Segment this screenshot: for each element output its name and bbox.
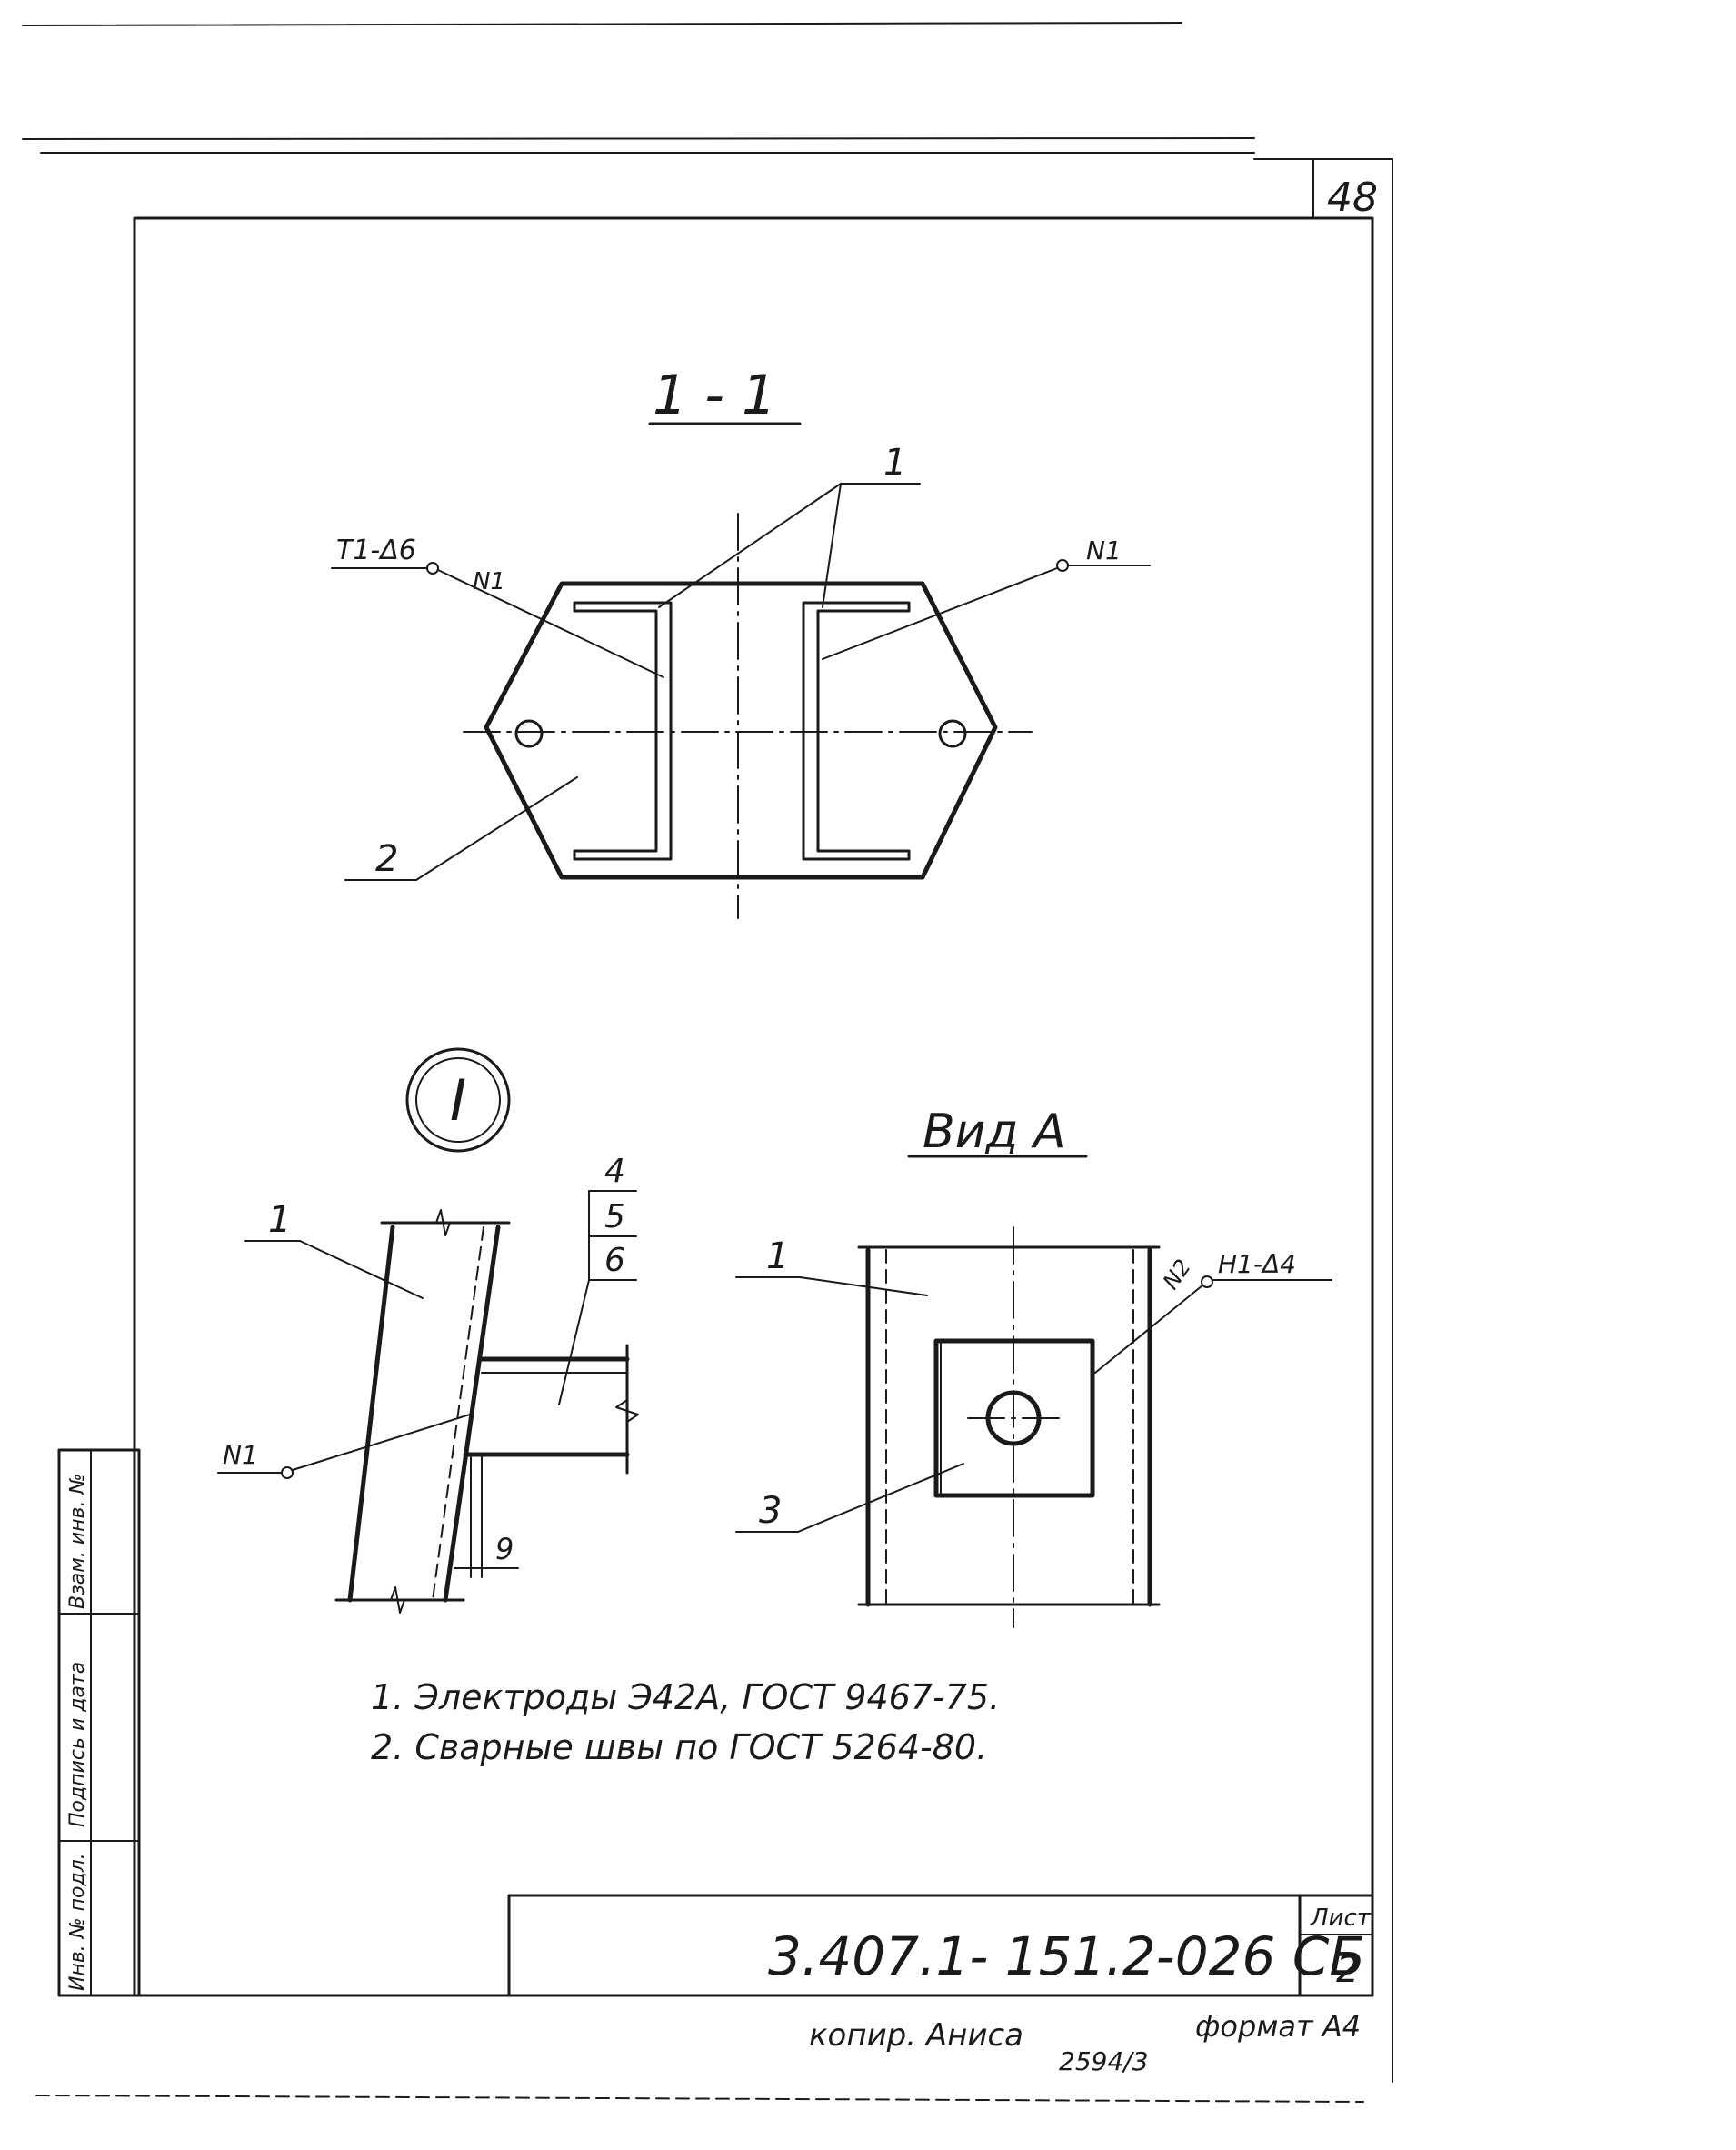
- bolt-hole-left: [514, 719, 544, 748]
- weld-left-code: T1-Δ6: [336, 535, 416, 566]
- format-label: формат А4: [1195, 2009, 1361, 2044]
- viewa-weld-leader: [1094, 1285, 1203, 1374]
- detail-part1-leader: [299, 1240, 424, 1299]
- plate-outline: [484, 581, 998, 880]
- detail-marker-outer-circle: [405, 1047, 511, 1153]
- member-left-edge: [347, 1225, 395, 1603]
- top-scan-line-2: [22, 137, 1255, 140]
- weld-right-seam: N1: [1086, 535, 1122, 565]
- detail-i: I 9 1 4 5 6 N1: [217, 1047, 639, 1614]
- weld-left-leader: [437, 569, 664, 678]
- bolt-hole-right: [938, 719, 967, 748]
- viewa-weld-code: H1-Δ4: [1218, 1249, 1296, 1279]
- weld-left-seam: N1: [473, 568, 505, 595]
- detail-callout-part-6: 6: [604, 1242, 625, 1279]
- detail-marker: I: [450, 1067, 466, 1134]
- top-scan-line: [22, 22, 1182, 26]
- dimension-gap: 9: [495, 1532, 514, 1566]
- detail-callout-part-5: 5: [604, 1198, 625, 1235]
- viewa-part3-leader: [797, 1463, 964, 1533]
- stamp-vzam-inv: Взам. инв. №: [66, 1474, 89, 1609]
- callout-part-2: 2: [375, 838, 398, 880]
- sheet-corner-number: 48: [1327, 175, 1378, 221]
- detail-weld-leader: [292, 1413, 474, 1471]
- viewa-callout-part-1: 1: [766, 1235, 789, 1277]
- copied-by: копир. Аниса: [809, 2017, 1023, 2054]
- viewa-callout-part-3: 3: [759, 1490, 782, 1532]
- title-block: [507, 1894, 1374, 1997]
- detail-marker-inner-circle: [415, 1057, 501, 1143]
- detail-callout-part-4: 4: [604, 1153, 625, 1190]
- member-bottom-break-symbol: [390, 1586, 405, 1614]
- left-stamp-box: [57, 1448, 141, 1997]
- note-2: 2. Сварные швы по ГОСТ 5264-80.: [371, 1727, 987, 1767]
- stamp-inv-podl: Инв. № подл.: [66, 1853, 89, 1991]
- viewa-weld-circle-marker: [1201, 1275, 1213, 1288]
- weld-right-circle-marker: [1056, 559, 1069, 572]
- note-1: 1. Электроды Э42А, ГОСТ 9467-75.: [371, 1677, 1000, 1717]
- left-channel-section: [573, 601, 673, 861]
- weld-right-leader: [822, 567, 1058, 660]
- base-plate: [933, 1338, 1095, 1498]
- weld-left-circle-marker: [426, 562, 439, 575]
- section-1-1: 1 - 1 1 2 T1-Δ6 N1 N1: [331, 364, 1151, 919]
- view-a: Вид А 1 3 H1-Δ4 N2: [735, 1105, 1332, 1628]
- section-title: 1 - 1: [653, 364, 776, 427]
- view-a-title: Вид А: [923, 1105, 1066, 1159]
- leader-part1-right: [822, 483, 842, 608]
- detail-weld-seam: N1: [223, 1440, 258, 1470]
- member-top-break-symbol: [435, 1209, 451, 1236]
- order-number: 2594/3: [1059, 2046, 1149, 2076]
- stack-leader: [558, 1279, 590, 1405]
- brace-break-symbol: [615, 1399, 639, 1423]
- member-inner-flange-line: [432, 1226, 484, 1601]
- detail-callout-part-1: 1: [268, 1199, 291, 1241]
- viewa-part1-leader: [799, 1276, 928, 1296]
- document-code: 3.407.1- 151.2-026 СБ: [768, 1925, 1365, 1987]
- leader-part1-left: [658, 483, 842, 608]
- viewa-weld-seam: N2: [1158, 1255, 1196, 1294]
- callout-part-1: 1: [883, 442, 906, 484]
- stamp-podpis-data: Подпись и дата: [66, 1662, 89, 1827]
- detail-weld-circle-marker: [281, 1466, 294, 1479]
- leader-part2-line: [415, 776, 578, 881]
- sheet-number: 2: [1336, 1949, 1359, 1991]
- bottom-scan-line: [35, 2095, 1364, 2103]
- right-channel-section: [802, 601, 911, 861]
- sheet-label: Лист: [1310, 1905, 1372, 1932]
